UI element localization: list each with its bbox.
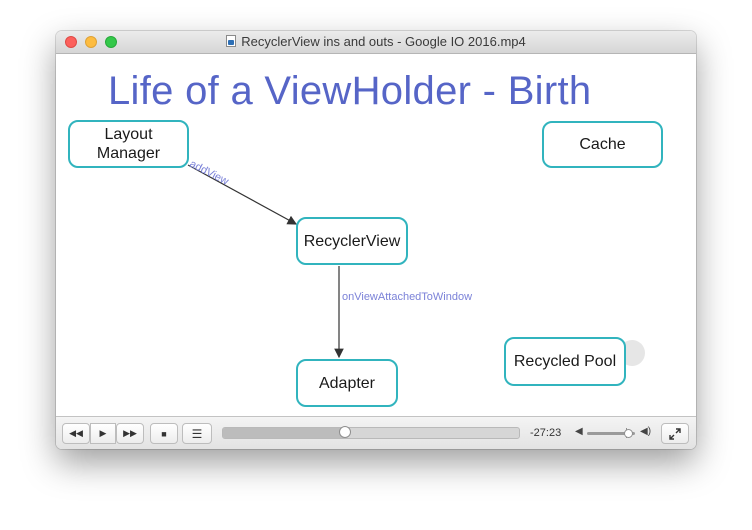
- stop-button[interactable]: ■: [150, 423, 178, 444]
- title-bar[interactable]: RecyclerView ins and outs - Google IO 20…: [56, 31, 696, 54]
- adapter-label: Adapter: [318, 374, 376, 392]
- rewind-icon: ◀◀: [69, 428, 83, 438]
- on-view-attached-label: onViewAttachedToWindow: [342, 291, 473, 303]
- recycled-pool-node: Recycled Pool: [504, 337, 626, 386]
- seek-bar[interactable]: [222, 426, 520, 439]
- cache-label: Cache: [579, 136, 626, 153]
- volume-slider[interactable]: [587, 432, 635, 435]
- diagram-arrows: [187, 164, 344, 359]
- window-title: RecyclerView ins and outs - Google IO 20…: [241, 34, 526, 49]
- recycled-pool-label: Recycled Pool: [513, 353, 617, 370]
- slide-title: Life of a ViewHolder - Birth: [108, 69, 592, 113]
- fast-forward-icon: ▶▶: [123, 428, 137, 438]
- document-icon[interactable]: [226, 35, 237, 47]
- seek-bar-handle[interactable]: [339, 426, 352, 438]
- seek-bar-progress: [223, 428, 346, 438]
- close-window-button[interactable]: [65, 36, 77, 48]
- recycler-view-node: RecyclerView: [296, 217, 408, 265]
- cache-node: Cache: [542, 121, 663, 168]
- add-view-arrow: [187, 164, 298, 225]
- play-button[interactable]: ▶: [90, 423, 116, 444]
- stop-icon: ■: [161, 428, 167, 439]
- volume-low-icon[interactable]: ◀: [575, 426, 583, 437]
- window-title-wrap: RecyclerView ins and outs - Google IO 20…: [56, 34, 696, 49]
- playback-controls: ◀◀ ▶ ▶▶ ■ ☰ -27:23 ◀ ◀): [56, 416, 696, 449]
- play-icon: ▶: [99, 428, 107, 438]
- adapter-node: Adapter: [296, 359, 398, 407]
- volume-high-icon[interactable]: ◀): [640, 426, 652, 437]
- video-frame[interactable]: Life of a ViewHolder - Birth addView onV…: [56, 54, 696, 416]
- fast-forward-button[interactable]: ▶▶: [116, 423, 144, 444]
- minimize-window-button[interactable]: [85, 36, 97, 48]
- zoom-window-button[interactable]: [105, 36, 117, 48]
- layout-manager-label: Layout Manager: [96, 126, 161, 162]
- recycler-view-label: RecyclerView: [303, 232, 401, 250]
- rewind-button[interactable]: ◀◀: [62, 423, 90, 444]
- fullscreen-icon: [669, 427, 681, 440]
- volume-slider-handle[interactable]: [623, 429, 633, 438]
- playlist-button[interactable]: ☰: [182, 423, 212, 444]
- player-window: RecyclerView ins and outs - Google IO 20…: [56, 31, 696, 449]
- layout-manager-node: Layout Manager: [68, 120, 189, 168]
- playlist-icon: ☰: [191, 426, 203, 441]
- time-remaining: -27:23: [530, 427, 562, 439]
- fullscreen-button[interactable]: [661, 423, 689, 444]
